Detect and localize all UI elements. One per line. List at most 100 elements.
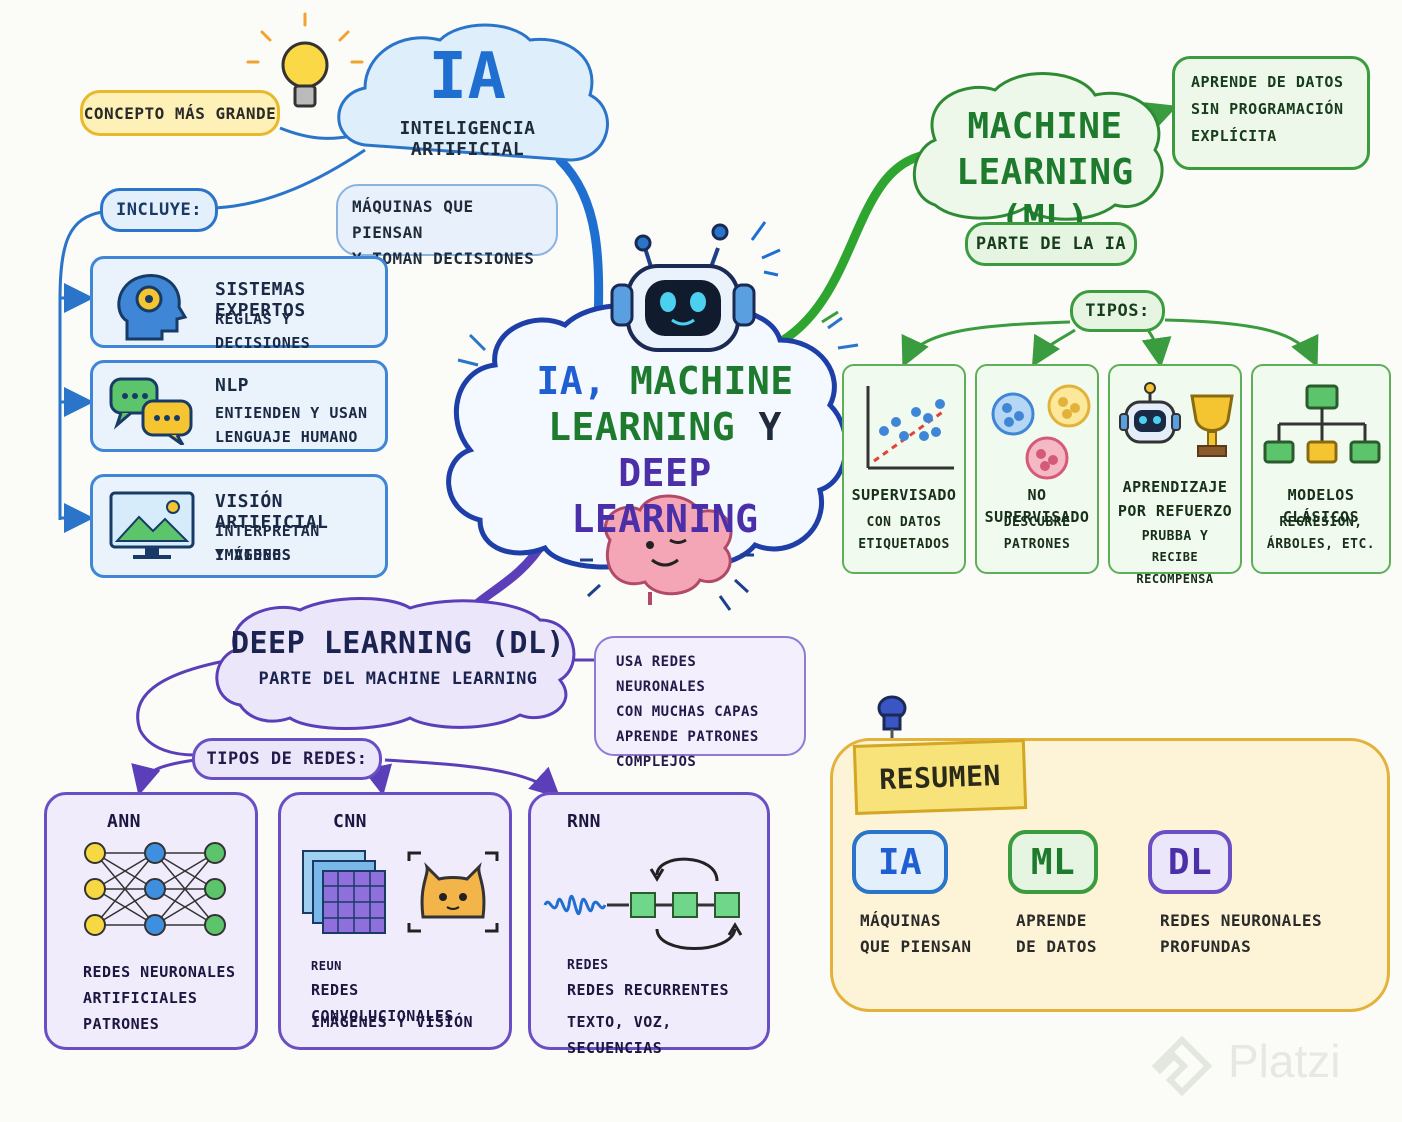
dl-network-ann: ANN REDES NEURONALES ARTIFICIALES PATRON… (44, 792, 258, 1050)
robot-trophy-icon (1119, 382, 1234, 457)
summary-label: RESUMEN (852, 739, 1028, 815)
ml-type-reinforcement-title-2: POR REFUERZO (1117, 502, 1233, 520)
feature-nlp-title: NLP (215, 375, 250, 396)
center-title-learning: LEARNING (548, 405, 736, 449)
ml-type-unsupervised-desc-2: PATRONES (1003, 537, 1071, 552)
feature-nlp-desc-2: LENGUAJE HUMANO (215, 428, 358, 446)
summary-desc-ia-line-1: MÁQUINAS (860, 911, 942, 930)
feature-expert-systems-desc: REGLAS Y DECISIONES (215, 310, 311, 352)
brain-icon (580, 494, 754, 611)
center-title-machine: MACHINE (629, 359, 794, 403)
dl-note-line-2: CON MUCHAS CAPAS (616, 704, 759, 720)
summary-node-dl: DL (1148, 830, 1232, 894)
dl-network-ann-title: ANN (107, 811, 142, 832)
ml-type-supervised-desc-2: ETIQUETADOS (858, 537, 950, 552)
summary-node-ia: IA (852, 830, 948, 894)
ml-cloud: MACHINE LEARNING (ML) (920, 104, 1170, 242)
ml-type-supervised-desc-1: CON DATOS (866, 515, 942, 530)
summary-desc-dl-line-2: PROFUNDAS (1160, 937, 1252, 956)
ml-type-reinforcement-desc-1: PRUBBA Y (1141, 529, 1209, 544)
ml-type-reinforcement-title-1: APRENDIZAJE (1122, 478, 1228, 496)
ml-type-unsupervised: NO SUPERVISADO DESCUBRE PATRONES (975, 364, 1099, 574)
feature-nlp-desc-1: ENTIENDEN Y USAN (215, 404, 368, 422)
feature-expert-systems-title: SISTEMAS EXPERTOS (215, 279, 306, 321)
ml-types-label: TIPOS: (1070, 290, 1165, 332)
dl-network-rnn: RNN REDES REDES RECURRENTES TEXTO, VOZ, … (528, 792, 770, 1057)
dl-cloud-shape (215, 597, 576, 730)
dl-network-rnn-desc-2: REDES RECURRENTES (567, 981, 730, 999)
ml-type-supervised: SUPERVISADO CON DATOS ETIQUETADOS (842, 364, 966, 574)
includes-label: INCLUYE: (100, 188, 218, 232)
feature-computer-vision-title: VISIÓN ARTIFICIAL (215, 491, 329, 533)
platzi-logo-icon (1151, 1036, 1213, 1097)
dl-note-line-3: APRENDE PATRONES (616, 729, 759, 745)
convolution-cat-icon (302, 850, 499, 934)
dl-network-rnn-title: RNN (567, 811, 602, 832)
ml-note: APRENDE DE DATOS SIN PROGRAMACIÓN EXPLÍC… (1172, 56, 1370, 170)
lightbulb-icon (246, 12, 364, 108)
center-title-ia: IA, (536, 359, 607, 403)
ml-tag: PARTE DE LA IA (965, 222, 1137, 266)
ml-type-reinforcement-desc-2: RECIBE RECOMPENSA (1136, 550, 1214, 586)
decision-tree-icon (1263, 384, 1381, 464)
dl-network-rnn-desc-1: REDES (567, 958, 609, 973)
dl-network-ann-desc-1: REDES NEURONALES (83, 963, 236, 981)
monitor-image-icon (109, 491, 195, 559)
dl-cloud: DEEP LEARNING (DL) PARTE DEL MACHINE LEA… (228, 626, 568, 689)
summary-desc-dl-line-1: REDES NEURONALES (1160, 911, 1323, 930)
center-title-y: Y (758, 405, 782, 449)
feature-computer-vision: VISIÓN ARTIFICIAL INTERPRETAN IMÁGENES Y… (90, 474, 388, 578)
feature-computer-vision-desc-2: Y VIDEOS (215, 546, 292, 564)
dl-note: USA REDES NEURONALES CON MUCHAS CAPAS AP… (594, 636, 806, 770)
ia-note-line-1: MÁQUINAS QUE PIENSAN (352, 197, 474, 242)
neural-network-icon (84, 842, 226, 936)
ia-subtitle: INTELIGENCIA ARTIFICIAL (399, 118, 536, 160)
summary-desc-ml: APRENDE DE DATOS (1016, 908, 1097, 960)
feature-expert-systems: SISTEMAS EXPERTOS REGLAS Y DECISIONES (90, 256, 388, 352)
feature-nlp: NLP ENTIENDEN Y USAN LENGUAJE HUMANO (90, 360, 388, 452)
ia-note: MÁQUINAS QUE PIENSAN Y TOMAN DECISIONES (336, 184, 558, 268)
dl-network-ann-desc-3: PATRONES (83, 1015, 160, 1033)
ml-type-unsupervised-desc-1: DESCUBRE (1003, 515, 1071, 530)
ml-type-classic-models-title: MODELOS CLÁSICOS (1282, 486, 1360, 526)
ml-type-classic-models-desc-2: ÁRBOLES, ETC. (1266, 537, 1376, 552)
summary-node-ml: ML (1008, 830, 1098, 894)
dl-subtitle: PARTE DEL MACHINE LEARNING (258, 669, 538, 689)
ia-cloud-shape (337, 23, 609, 162)
gear-head-icon (117, 274, 188, 341)
ia-cloud: IA INTELIGENCIA ARTIFICIAL (345, 40, 590, 160)
ml-type-reinforcement: APRENDIZAJE POR REFUERZO PRUBBA Y RECIBE… (1108, 364, 1242, 586)
summary-desc-ml-line-2: DE DATOS (1016, 937, 1098, 956)
watermark: Platzi (1228, 1035, 1341, 1087)
feature-computer-vision-desc-1: INTERPRETAN IMÁGENES (215, 522, 320, 564)
dl-network-cnn-desc-1: REUN (311, 959, 342, 973)
push-pin-icon (877, 695, 907, 742)
ml-type-classic-models: MODELOS CLÁSICOS REGRESIÓN, ÁRBOLES, ETC… (1251, 364, 1391, 574)
dl-note-line-1: USA REDES NEURONALES (616, 654, 706, 695)
dl-network-cnn-desc-2: REDES CONVOLUCIONALES (311, 981, 454, 1025)
ia-note-line-2: Y TOMAN DECISIONES (352, 249, 535, 268)
ml-type-unsupervised-title: NO SUPERVISADO (984, 486, 1090, 526)
ml-note-line-1: APRENDE DE DATOS (1191, 73, 1344, 91)
summary-desc-ia-line-2: QUE PIENSAN (860, 937, 972, 956)
ml-title-line-1: MACHINE (967, 106, 1123, 147)
chat-bubbles-icon (109, 377, 193, 445)
dl-network-cnn: CNN REUN REDES CONVOLUCIONALES IMÁGENES … (278, 792, 512, 1050)
dl-networks-label: TIPOS DE REDES: (192, 738, 382, 780)
dl-network-ann-desc-2: ARTIFICIALES (83, 989, 198, 1007)
dl-network-cnn-desc-3: IMÁGENES Y VISIÓN (311, 1013, 474, 1031)
ml-type-supervised-title: SUPERVISADO (851, 486, 957, 504)
ml-type-classic-models-desc-1: REGRESIÓN, (1279, 515, 1363, 530)
summary-desc-ml-line-1: APRENDE (1016, 911, 1087, 930)
dl-title: DEEP LEARNING (DL) (230, 626, 566, 661)
dl-network-rnn-desc-3: TEXTO, VOZ, SECUENCIAS (567, 1013, 672, 1057)
center-title-deep: DEEP LEARNING (571, 451, 759, 541)
scatter-plot-icon (866, 386, 954, 470)
clusters-icon (991, 384, 1091, 480)
ml-note-line-3: EXPLÍCITA (1191, 127, 1277, 145)
dl-note-line-4: COMPLEJOS (616, 754, 697, 770)
ml-cloud-shape (912, 72, 1164, 221)
center-title: IA, MACHINE LEARNING Y DEEP LEARNING (520, 358, 810, 542)
summary-desc-dl: REDES NEURONALES PROFUNDAS (1160, 908, 1322, 960)
concept-tag: CONCEPTO MÁS GRANDE (80, 90, 280, 136)
